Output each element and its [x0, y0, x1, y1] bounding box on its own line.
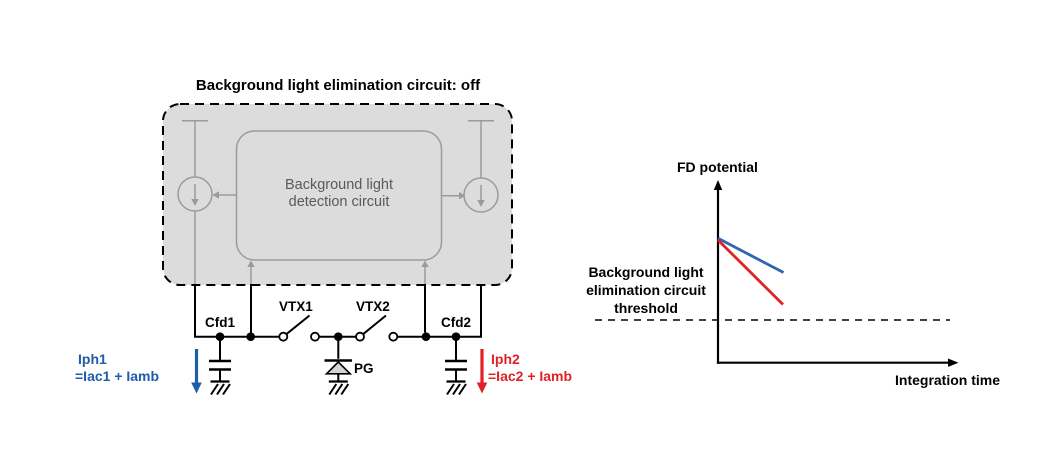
detection-label-line1: Background light [284, 177, 393, 193]
threshold-label: Background light elimination circuit thr… [580, 263, 712, 317]
detection-circuit-label: Background light detection circuit [246, 177, 432, 211]
iph2-equation: =Iac2 + Iamb [488, 368, 573, 384]
switch-vtx2 [355, 314, 399, 342]
series-iph1-line [717, 237, 785, 274]
detection-circuit-box [235, 130, 443, 261]
cfd2-label: Cfd2 [441, 315, 471, 330]
pg-diode [324, 359, 353, 375]
ground-icon [209, 380, 232, 396]
circuit-title: Background light elimination circuit: of… [195, 77, 481, 94]
wires [194, 284, 482, 382]
iph1-equation: =Iac1 + Iamb [75, 368, 160, 384]
x-axis-label: Integration time [895, 372, 1001, 388]
down-arrow-icon [476, 382, 488, 394]
right-arrow-icon [459, 192, 466, 200]
switch-vtx1 [278, 314, 320, 342]
pg-label: PG [354, 361, 374, 376]
capacitor-cfd1 [209, 359, 231, 371]
y-axis-label: FD potential [677, 159, 758, 175]
right-arrow-icon [948, 358, 959, 367]
ground-symbols [209, 380, 468, 396]
vtx2-label: VTX2 [356, 299, 390, 314]
iph1-name: Iph1 [78, 351, 107, 367]
threshold-label-line2: elimination circuit [586, 282, 706, 298]
down-arrow-icon [191, 199, 199, 206]
iph2-current-label: Iph2 =Iac2 + Iamb [488, 351, 572, 385]
current-source-right [442, 119, 499, 213]
iph1-arrow [191, 349, 202, 394]
iph1-current-label: Iph1 =Iac1 + Iamb [75, 351, 159, 385]
detection-feedback-lines [247, 260, 429, 285]
up-arrow-icon [421, 260, 429, 267]
down-arrow-icon [191, 382, 202, 394]
threshold-label-line3: threshold [614, 300, 678, 316]
threshold-label-line1: Background light [588, 264, 704, 280]
junction-nodes [215, 332, 461, 342]
ground-icon [327, 380, 350, 396]
fd-potential-graph [595, 180, 959, 367]
detection-label-line2: detection circuit [288, 194, 390, 210]
left-arrow-icon [212, 191, 219, 199]
up-arrow-icon [713, 180, 723, 190]
up-arrow-icon [247, 260, 255, 267]
cfd1-label: Cfd1 [205, 315, 235, 330]
iph2-arrow [476, 349, 488, 394]
iph2-name: Iph2 [491, 351, 520, 367]
vtx1-label: VTX1 [279, 299, 313, 314]
capacitor-cfd2 [445, 359, 467, 371]
down-arrow-icon [477, 200, 485, 207]
ground-icon [445, 380, 468, 396]
series-iph2-line [717, 239, 784, 306]
current-source-left [177, 119, 236, 285]
